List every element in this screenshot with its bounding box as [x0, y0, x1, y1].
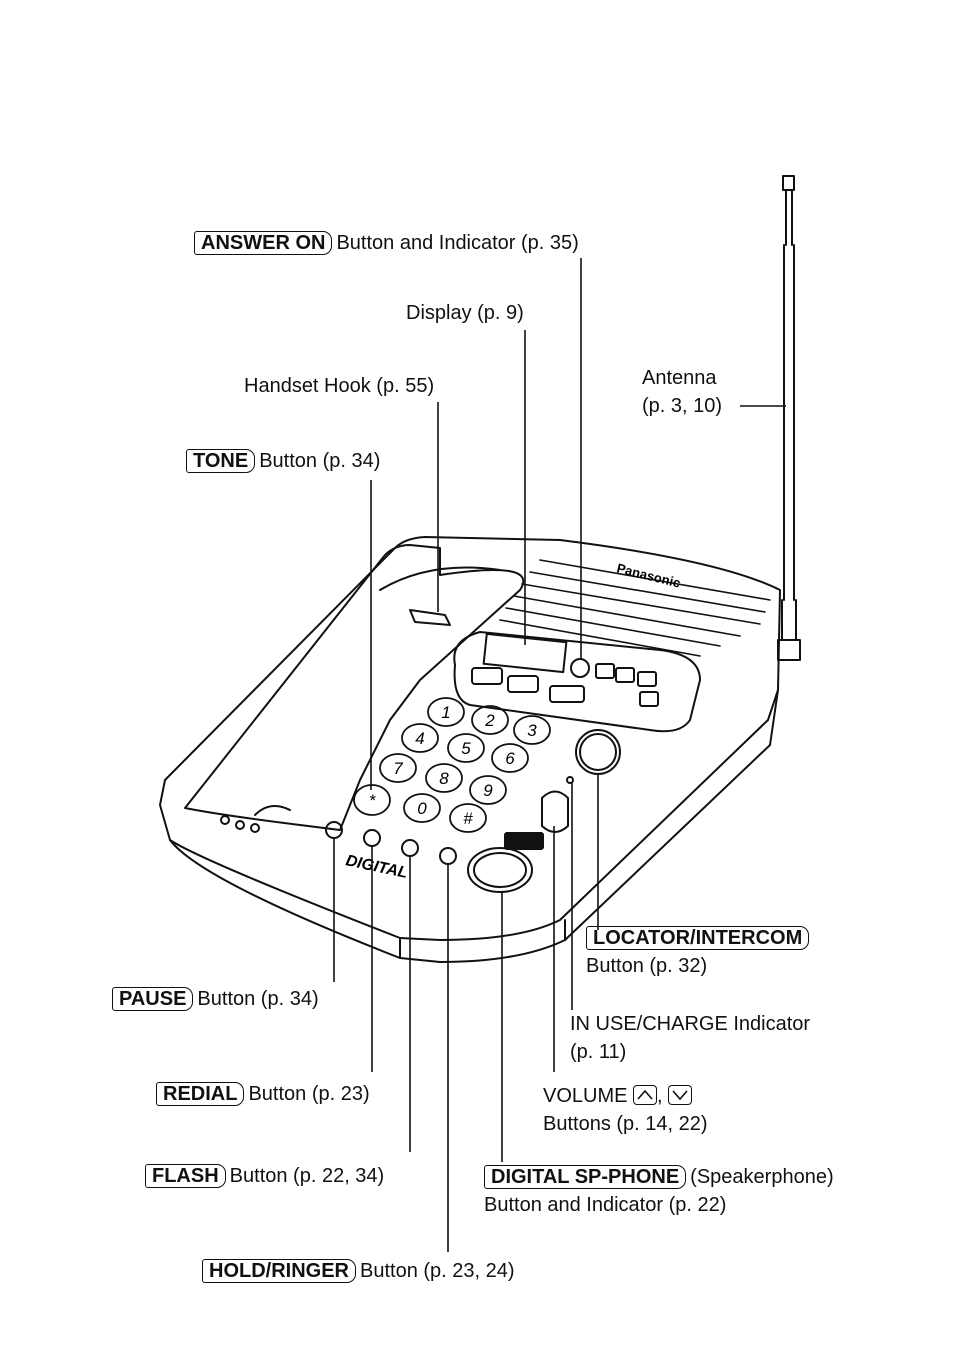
keypad-key-8: 9 — [483, 781, 493, 800]
label-in-use-charge: IN USE/CHARGE Indicator (p. 11) — [570, 1013, 811, 1063]
keypad — [353, 697, 551, 833]
keypad-key-9: * — [369, 791, 377, 810]
tone-key: TONE — [186, 449, 256, 473]
keypad-key-5: 6 — [505, 749, 515, 768]
redial-button — [363, 829, 381, 847]
hold-ringer-button — [439, 847, 457, 865]
antenna — [777, 175, 801, 661]
handset-hook — [409, 609, 451, 626]
keypad-key-10: 0 — [417, 799, 427, 818]
keypad-key-7: 8 — [439, 769, 449, 788]
keypad-key-1: 2 — [484, 711, 495, 730]
keypad-key-0: 1 — [441, 703, 450, 722]
label-digital-sp-phone: DIGITAL SP-PHONE(Speakerphone) Button an… — [484, 1165, 834, 1216]
keypad-key-11: # — [463, 809, 473, 828]
keypad-key-3: 4 — [415, 729, 424, 748]
control-panel — [453, 631, 701, 733]
digital-sp-phone-key: DIGITAL SP-PHONE — [484, 1165, 687, 1189]
hold-ringer-key: HOLD/RINGER — [202, 1259, 356, 1283]
flash-key: FLASH — [145, 1164, 226, 1188]
flash-button — [401, 839, 419, 857]
locator-intercom-key: LOCATOR/INTERCOM — [586, 926, 810, 950]
brand-logo: Panasonic — [615, 560, 682, 590]
phone-base-outline — [159, 536, 781, 941]
phone-base-bottom-edge — [169, 689, 779, 963]
speaker-grille — [499, 559, 771, 657]
answer-on-key: ANSWER ON — [194, 231, 333, 255]
locator-intercom-button — [575, 729, 621, 775]
chevron-down-icon — [668, 1085, 693, 1105]
digital-logo: DIGITAL — [344, 852, 409, 882]
handset-cradle — [184, 544, 525, 831]
pause-key: PAUSE — [112, 987, 194, 1011]
volume-buttons — [541, 790, 569, 833]
digital-sp-phone-button — [467, 847, 533, 893]
keypad-key-2: 3 — [527, 721, 537, 740]
keypad-key-6: 7 — [393, 759, 403, 778]
answer-on-button — [570, 658, 590, 678]
label-locator-intercom: LOCATOR/INTERCOM Button (p. 32) — [586, 924, 813, 980]
label-display: Display (p. 9) — [406, 302, 524, 324]
keypad-key-4: 5 — [461, 739, 471, 758]
in-use-indicator — [566, 776, 574, 784]
chevron-up-icon — [633, 1085, 658, 1105]
label-handset-hook: Handset Hook (p. 55) — [244, 375, 435, 397]
label-volume: VOLUME , Buttons (p. 14, 22) — [543, 1085, 708, 1135]
redial-key: REDIAL — [156, 1082, 245, 1106]
label-antenna: Antenna (p. 3, 10) — [642, 367, 723, 417]
lcd-display — [482, 632, 568, 674]
